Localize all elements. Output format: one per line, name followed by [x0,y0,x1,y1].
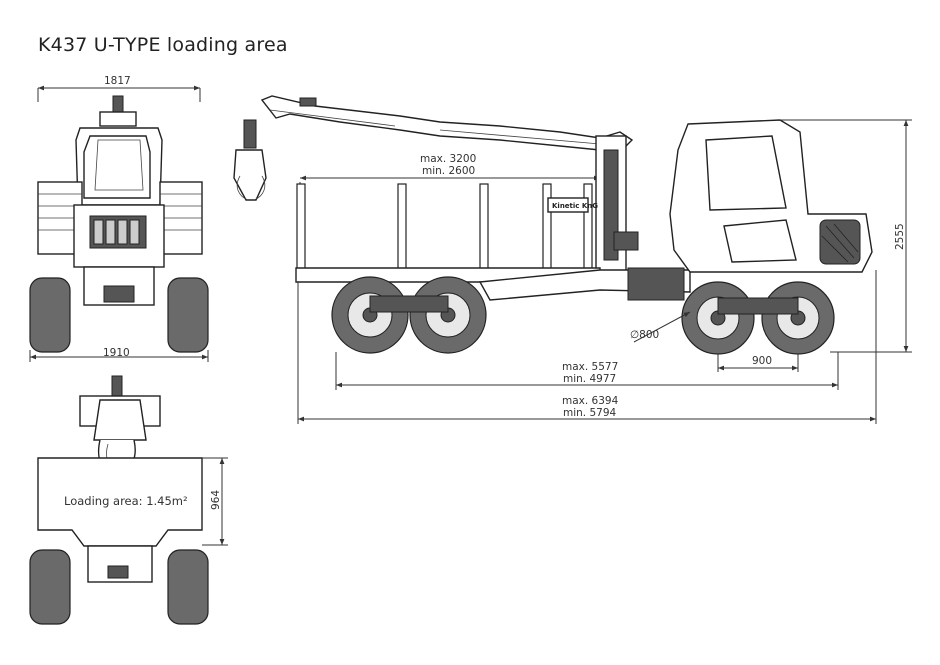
dim-boom-min: min. 2600 [422,165,475,177]
brand-plate: Kinetic KnG [552,202,598,210]
dim-964: 964 [210,490,222,510]
dim-wheelbase-min: min. 4977 [563,373,616,385]
drawing-title: K437 U-TYPE loading area [38,34,288,56]
front-view: 1817 1910 [29,75,209,362]
dim-1817: 1817 [104,75,131,87]
dim-length-max: max. 6394 [562,395,619,407]
dim-boom-max: max. 3200 [420,153,476,165]
dim-wheelbase-max: max. 5577 [562,361,618,373]
loading-area-label: Loading area: 1.45m² [64,494,188,508]
rear-view: Loading area: 1.45m² 964 [29,375,228,625]
dim-1910: 1910 [103,347,130,359]
dim-length-min: min. 5794 [563,407,617,419]
dim-2555: 2555 [894,223,906,250]
side-view: max. 3200 min. 2600 Kinetic KnG [233,95,912,424]
front-wheels [681,281,835,355]
dim-900: 900 [752,355,772,367]
dim-wheel-diameter: ∅800 [630,329,659,341]
rear-wheels [331,276,487,354]
